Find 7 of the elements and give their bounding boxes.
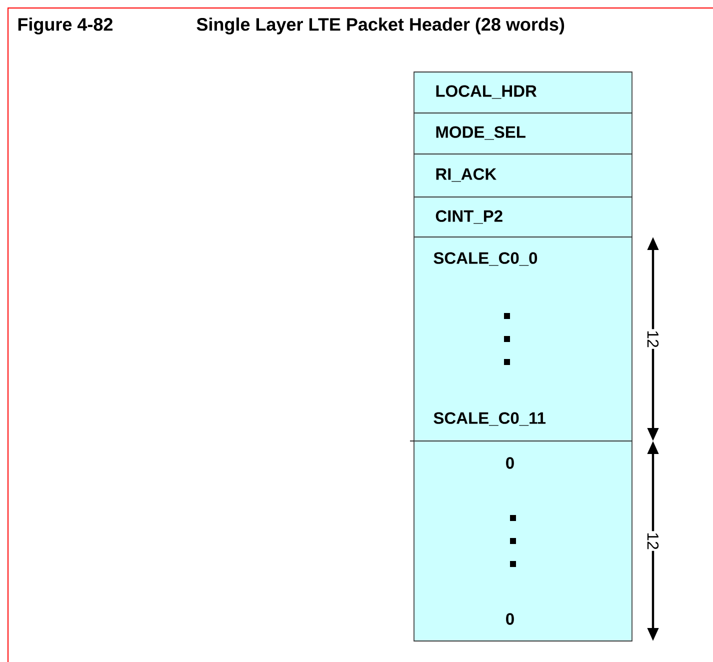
register-box: LOCAL_HDR — [414, 72, 632, 114]
figure-title: Single Layer LTE Packet Header (28 words) — [196, 18, 564, 34]
register-box: CINT_P2 — [414, 196, 632, 238]
register-box: RI_ACK — [414, 154, 632, 198]
register-box: MODE_SEL — [414, 112, 632, 154]
register-box: 0 0 — [414, 440, 632, 642]
figure-number: Figure 4-82 — [18, 18, 112, 34]
